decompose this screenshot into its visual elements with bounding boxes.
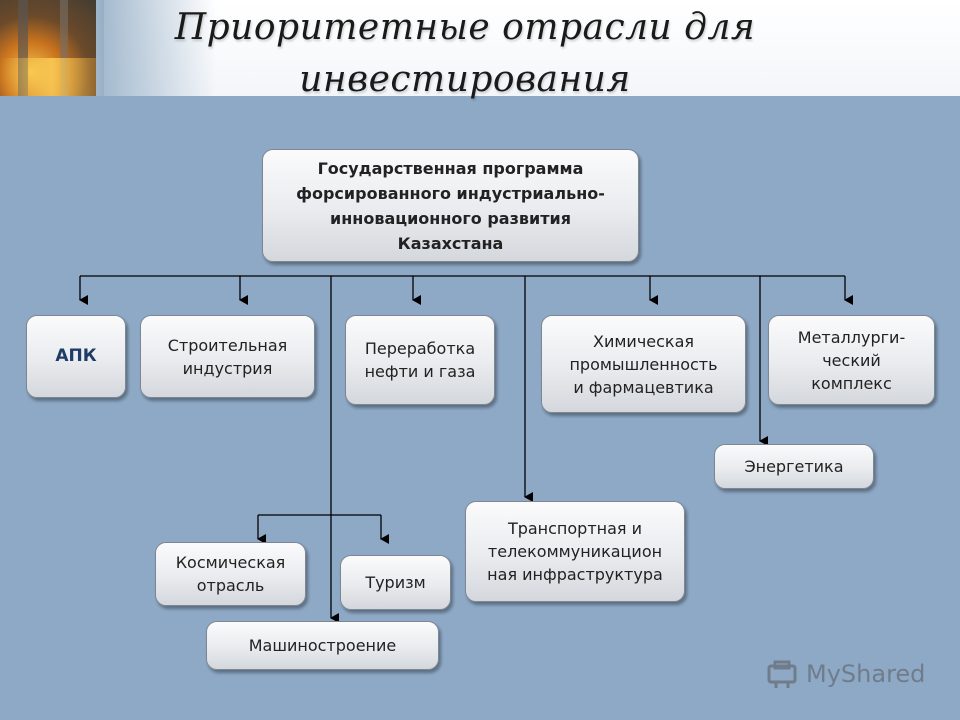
node-space: Космическая отрасль [155, 542, 306, 606]
node-machinery: Машиностроение [206, 621, 439, 670]
watermark-text: MyShared [806, 660, 926, 688]
root-program-box: Государственная программа форсированного… [262, 149, 639, 262]
slide-header [0, 0, 960, 96]
myshared-logo-icon [767, 660, 797, 688]
node-oil-gas: Переработка нефти и газа [345, 315, 495, 405]
node-transport: Транспортная и телекоммуникацион ная инф… [465, 501, 685, 602]
node-chemical: Химическая промышленность и фармацевтика [541, 315, 746, 413]
node-energy: Энергетика [714, 444, 874, 489]
node-metallurgy: Металлурги- ческий комплекс [768, 315, 935, 405]
node-construction: Строительная индустрия [140, 315, 315, 398]
node-apk: АПК [26, 315, 126, 398]
slide-title: Приоритетные отрасли для инвестирования [174, 7, 756, 100]
node-tourism: Туризм [340, 555, 451, 610]
metallurgy-photo [0, 0, 104, 96]
myshared-watermark: MyShared [766, 656, 925, 692]
